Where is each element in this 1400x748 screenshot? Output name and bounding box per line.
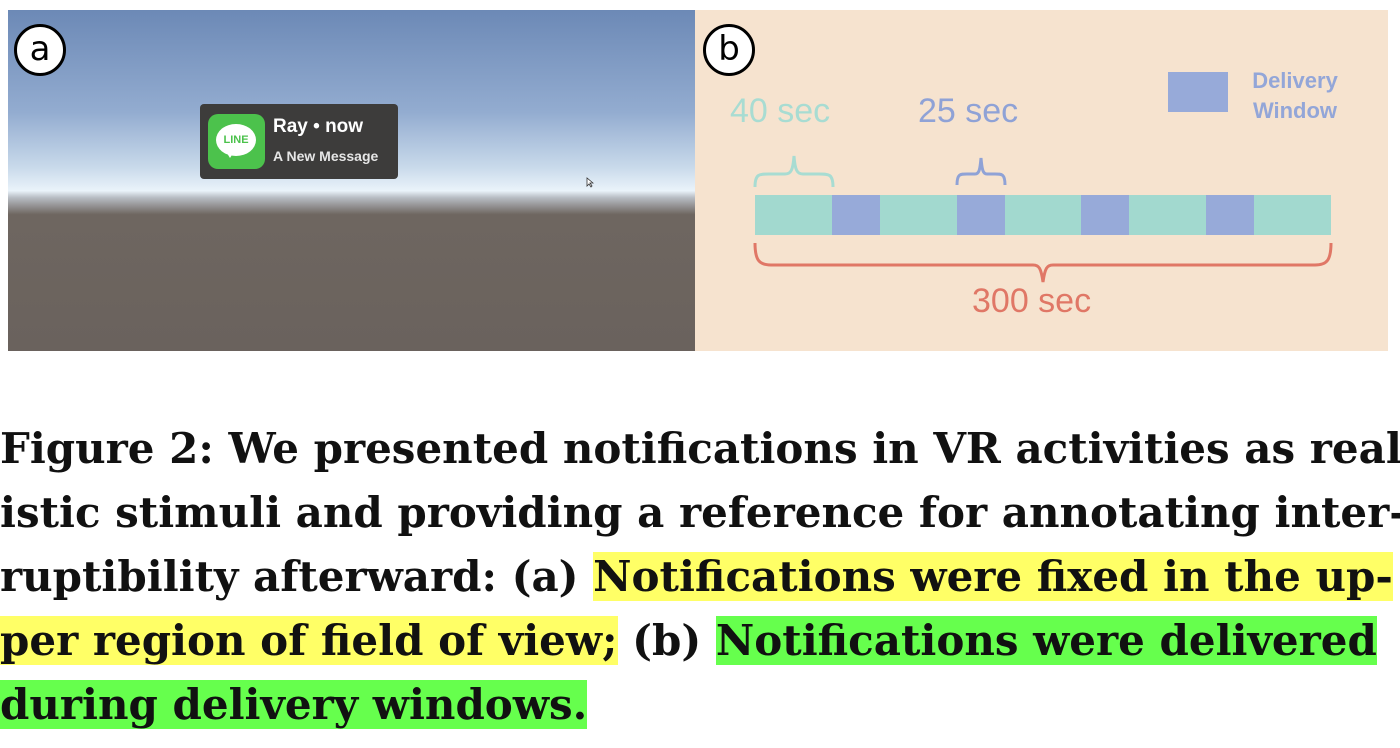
caption-line: ruptibility afterward: (a) Notifications… (0, 545, 1400, 609)
interval-segment (1254, 195, 1332, 235)
total-duration-label: 300 sec (972, 282, 1092, 320)
caption-highlight-green: during delivery windows. (0, 680, 588, 729)
line-app-icon-label: LINE (216, 124, 256, 156)
caption-text: (b) (617, 616, 716, 665)
notification-title: Ray • now (273, 116, 364, 137)
total-duration-brace (753, 242, 1333, 283)
caption-highlight-yellow: per region of field of view; (0, 616, 618, 665)
panel-b-timeline-diagram: b 40 sec 25 sec 300 sec Delivery Window (695, 10, 1388, 351)
delivery-window-segment (1206, 195, 1255, 235)
first-interval-brace (753, 155, 835, 188)
window-length-brace (955, 157, 1007, 186)
figure-caption: Figure 2: We presented notifications in … (0, 417, 1400, 737)
timeline-bar (755, 195, 1332, 235)
panel-a-letter: a (14, 24, 66, 76)
caption-highlight-green: Notifications were delivered (715, 616, 1377, 665)
window-length-label: 25 sec (918, 92, 1019, 130)
braces-layer (753, 155, 1333, 283)
interval-segment (1129, 195, 1207, 235)
caption-line: istic stimuli and providing a reference … (0, 481, 1400, 545)
notification-message: A New Message (273, 148, 379, 164)
caption-line: per region of field of view; (b) Notific… (0, 609, 1400, 673)
panel-b-letter: b (703, 24, 755, 76)
interval-segment (755, 195, 833, 235)
caption-line: during delivery windows. (0, 673, 1400, 737)
interval-segment (1004, 195, 1082, 235)
legend-swatch (1168, 72, 1228, 112)
delivery-window-segment (1081, 195, 1130, 235)
first-interval-label: 40 sec (730, 92, 831, 130)
caption-text: ruptibility afterward: (a) (0, 552, 594, 601)
delivery-window-segment (956, 195, 1006, 235)
line-app-icon: LINE (208, 114, 265, 169)
speech-bubble-tail-icon (225, 150, 235, 158)
caption-text: istic stimuli and providing a reference … (0, 488, 1400, 537)
legend-label: Delivery Window (1252, 68, 1338, 123)
panel-a-vr-scene: a LINE Ray • now A New Message (8, 10, 695, 351)
caption-text: Figure 2: We presented notifications in … (0, 424, 1400, 473)
caption-line: Figure 2: We presented notifications in … (0, 417, 1400, 481)
arrow-cursor-icon (586, 177, 594, 188)
interval-segment (879, 195, 958, 235)
notification-card: LINE Ray • now A New Message (200, 104, 398, 179)
delivery-window-segment (831, 195, 881, 235)
caption-highlight-yellow: Notifications were fixed in the up- (593, 552, 1393, 601)
